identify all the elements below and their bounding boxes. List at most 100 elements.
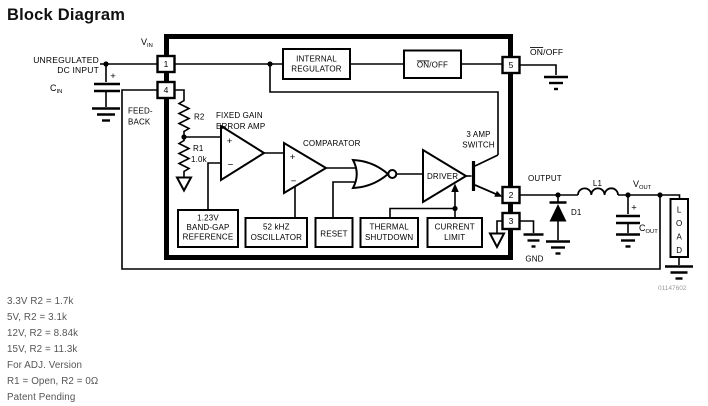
unregulated-label-2: DC INPUT (57, 65, 99, 75)
error-amp-plus-sign: + (227, 136, 233, 147)
load-letter: D (676, 246, 682, 255)
error-amp-label-2: ERROR AMP (216, 122, 265, 131)
wire-reference-to-amp (207, 162, 221, 210)
cin-polarity-plus: + (110, 71, 116, 82)
pin-2-box (501, 185, 521, 205)
switch-label-1: 3 AMP (466, 130, 490, 139)
internal-regulator-label-1: INTERNAL (296, 55, 337, 64)
junction-dot (452, 205, 458, 212)
ground-icon-onoff (544, 75, 568, 91)
nor-gate-bubble (387, 169, 398, 179)
pin-3-number: 3 (509, 216, 514, 226)
comparator-minus-sign: − (291, 176, 297, 187)
junction-dots (103, 61, 663, 212)
current-limit-block (426, 217, 483, 248)
l1-label: L1 (593, 179, 603, 188)
switch-label-2: SWITCH (462, 141, 495, 150)
thermal-shutdown-block (359, 217, 419, 248)
junction-dot (267, 61, 273, 67)
ground-arrow-icon-r1 (175, 176, 193, 193)
cout-polarity-plus: + (631, 203, 637, 214)
comparator-triangle (283, 141, 328, 195)
notes-block: 3.3V R2 = 1.7k 5V, R2 = 3.1k 12V, R2 = 8… (7, 296, 98, 403)
driver-triangle (422, 148, 468, 204)
cout-label: COUT (639, 223, 658, 235)
junction-dot (103, 61, 109, 67)
note-line: For ADJ. Version (7, 360, 82, 371)
comparator-plus-sign: + (290, 152, 296, 163)
internal-blocks: INTERNAL REGULATOR ON/OFF 1.23V BAND-GAP… (128, 48, 503, 248)
ground-icon-cout (616, 233, 640, 248)
junction-dot (657, 192, 663, 198)
current-limit-label-1: CURRENT (435, 223, 475, 232)
doc-number: 01147602 (658, 285, 687, 292)
reference-label-3: REFERENCE (183, 233, 234, 242)
pin-4-box (156, 80, 176, 100)
resistor-r1 (177, 137, 191, 177)
wires (92, 63, 693, 280)
page-title: Block Diagram (7, 6, 125, 24)
wire-reset-nor (332, 181, 357, 218)
wire-pin4-r2 (175, 89, 185, 98)
reference-label-2: BAND-GAP (187, 223, 230, 232)
wire-pin3-int-gnd (496, 220, 503, 233)
pin-1-number: 1 (164, 59, 169, 69)
note-line: R1 = Open, R2 = 0Ω (7, 376, 98, 387)
cin-label: CIN (50, 83, 62, 95)
ic-boundary (164, 34, 513, 260)
oscillator-label-2: OSCILLATOR (251, 233, 303, 242)
npn-transistor-emitter (474, 184, 497, 196)
ground-icon-gnd (523, 233, 544, 248)
error-amp-minus-sign: − (228, 160, 234, 171)
output-label: OUTPUT (528, 174, 562, 183)
junction-dot (555, 192, 561, 198)
feedback-label-2: BACK (128, 118, 151, 127)
vout-label: VOUT (633, 179, 652, 191)
error-amp-triangle (220, 124, 266, 182)
pin-3-box (501, 211, 521, 231)
arrowhead-into-driver (451, 183, 459, 192)
load-letter: L (677, 206, 682, 215)
thermal-label-2: SHUTDOWN (365, 233, 413, 242)
inductor-l1 (577, 187, 619, 196)
ground-icon-d1 (546, 240, 570, 255)
resistor-r2 (177, 98, 191, 137)
r1-value: 1.0k (191, 155, 208, 164)
pin-4-number: 4 (164, 85, 169, 95)
thermal-label-1: THERMAL (370, 223, 410, 232)
gnd-label: GND (525, 255, 543, 264)
note-line: 5V, R2 = 3.1k (7, 312, 67, 323)
onoff-ext-label: ON/OFF (530, 47, 563, 57)
nor-gate-icon (351, 158, 390, 190)
wire-vin-rail (269, 64, 499, 155)
load-letter: A (676, 233, 682, 242)
junction-dot (181, 134, 187, 140)
onoff-block-label: ON/OFF (417, 61, 448, 70)
error-amp-label-1: FIXED GAIN (216, 111, 263, 120)
load-box (669, 198, 689, 258)
ground-icon-cin (92, 107, 120, 122)
note-line: 15V, R2 = 11.3k (7, 344, 77, 355)
unregulated-label-1: UNREGULATED (33, 55, 99, 65)
pins: 1 4 5 2 3 (156, 54, 521, 231)
pin-2-number: 2 (509, 190, 514, 200)
pin-1-box (156, 54, 176, 74)
pin-5-box (501, 55, 521, 75)
bandgap-reference-block (177, 209, 239, 248)
onoff-block (403, 49, 462, 79)
arrowhead-emitter (494, 190, 503, 197)
load-letter: O (676, 219, 682, 228)
note-line: 3.3V R2 = 1.7k (7, 296, 73, 307)
r1-label: R1 (193, 144, 204, 153)
internal-regulator-label-2: REGULATOR (291, 65, 341, 74)
driver-label: DRIVER (427, 172, 458, 181)
wire-output-2 (618, 194, 681, 199)
vin-label: VIN (141, 37, 153, 49)
d1-label: D1 (571, 208, 582, 217)
wire-collector (474, 154, 499, 167)
wire-thermal (389, 207, 455, 218)
note-line: Patent Pending (7, 392, 75, 403)
wire-feedback (121, 89, 661, 270)
